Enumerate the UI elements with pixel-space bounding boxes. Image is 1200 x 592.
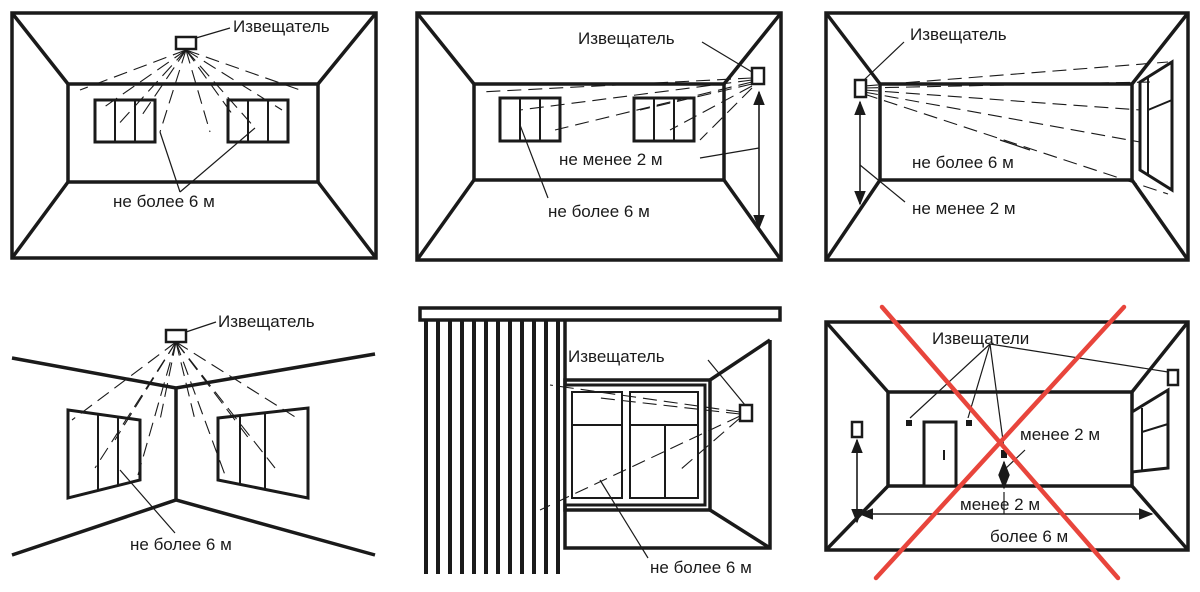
ceiling-line bbox=[11, 352, 376, 390]
detector-label: Извещатель bbox=[568, 347, 665, 366]
room-outline bbox=[824, 320, 1190, 552]
height-label: не менее 2 м bbox=[912, 199, 1016, 218]
height-label: менее 2 м bbox=[1020, 425, 1100, 444]
panel-wall-right-front: Извещатель не менее 2 м не более 6 м bbox=[415, 11, 783, 262]
window-left bbox=[93, 98, 157, 144]
detector-label: Извещатель bbox=[218, 312, 315, 331]
panel-wrong-placement: Извещатели менее 2 м менее 2 м более 6 м bbox=[824, 304, 1190, 581]
distance-label: не более 6 м bbox=[130, 535, 232, 554]
back-wall bbox=[66, 82, 320, 184]
window-right bbox=[632, 96, 696, 143]
door bbox=[922, 420, 958, 488]
distance-label: не более 6 м bbox=[113, 192, 215, 211]
back-wall bbox=[472, 82, 726, 182]
room-outline bbox=[10, 11, 378, 260]
height-label: не менее 2 м bbox=[559, 150, 663, 169]
detector-icon bbox=[738, 403, 754, 423]
side-window bbox=[1130, 387, 1170, 474]
distance-label: не более 6 м bbox=[650, 558, 752, 577]
detection-rays bbox=[79, 49, 301, 133]
distance-label: более 6 м bbox=[990, 527, 1068, 546]
detector-label: Извещатель bbox=[233, 17, 330, 36]
detector-label: Извещатель bbox=[578, 29, 675, 48]
distance-label: не более 6 м bbox=[912, 153, 1014, 172]
detector-icon bbox=[850, 420, 864, 439]
detection-rays bbox=[479, 77, 753, 141]
detector-icon bbox=[164, 328, 188, 344]
detector-icon bbox=[1166, 368, 1180, 387]
window-left bbox=[498, 96, 562, 143]
detector-icon bbox=[853, 78, 868, 99]
prohibition-cross bbox=[873, 304, 1127, 581]
curtain-rod bbox=[418, 306, 782, 322]
detector-icon bbox=[906, 420, 912, 426]
panel-curtain-room: Извещатель не более 6 м bbox=[418, 306, 782, 577]
detection-rays bbox=[539, 384, 741, 511]
room-outline bbox=[415, 11, 783, 262]
back-wall bbox=[878, 82, 1134, 182]
detection-rays bbox=[71, 341, 301, 476]
panel-corner-ceiling: Извещатель не более 6 м bbox=[11, 312, 376, 557]
window-right bbox=[226, 98, 290, 144]
panel-ceiling-center: Извещатель не более 6 м bbox=[10, 11, 378, 260]
detection-rays bbox=[863, 61, 1169, 195]
distance-label: не более 6 м bbox=[548, 202, 650, 221]
side-window bbox=[1138, 59, 1174, 193]
detector-icon bbox=[174, 35, 198, 51]
window-right bbox=[216, 406, 310, 500]
window bbox=[563, 383, 707, 507]
panel-wall-left-side: Извещатель не более 6 м не менее 2 м bbox=[824, 11, 1190, 262]
detector-icon bbox=[1001, 450, 1007, 458]
detector-icon bbox=[750, 66, 766, 86]
detectors-label: Извещатели bbox=[932, 329, 1029, 348]
room-outline bbox=[824, 11, 1190, 262]
width-label: менее 2 м bbox=[960, 495, 1040, 514]
floor-line bbox=[11, 498, 376, 557]
detector-label: Извещатель bbox=[910, 25, 1007, 44]
curtain bbox=[424, 320, 560, 574]
detector-icon bbox=[966, 420, 972, 426]
